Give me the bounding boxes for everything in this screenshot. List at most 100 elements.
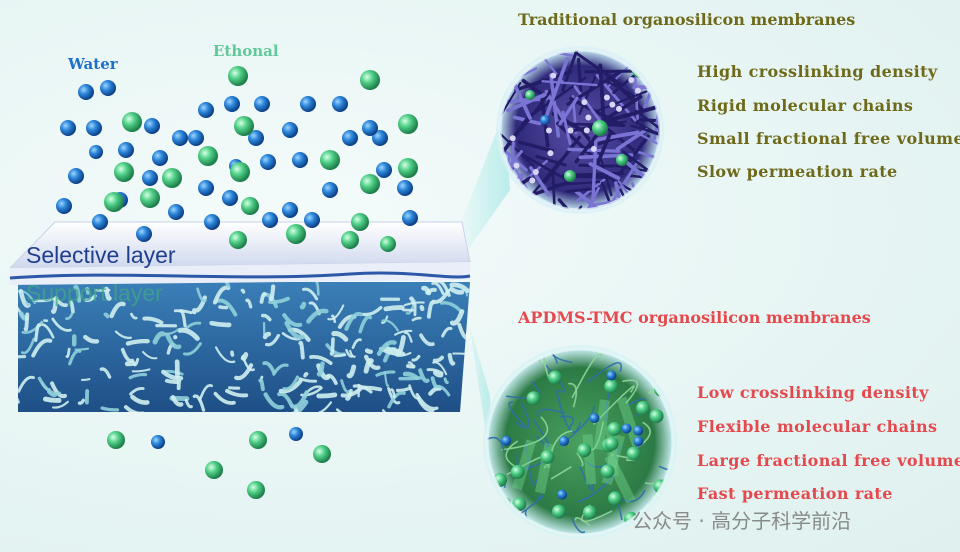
ethanol-molecule [104, 192, 124, 212]
ethanol-molecule [114, 162, 134, 182]
rigid-chain [591, 140, 598, 204]
ethanol-molecule [600, 464, 615, 479]
support-fiber [130, 394, 150, 405]
ethanol-molecule [649, 409, 664, 424]
rigid-chain [541, 80, 598, 87]
water-molecule [589, 413, 600, 424]
crosslink-node [547, 150, 554, 157]
rigid-chain [618, 134, 650, 175]
ethanol-molecule [636, 401, 651, 416]
apdms-item-2: Flexible molecular chains [697, 417, 938, 436]
flexible-chain [568, 382, 578, 408]
rigid-chain [590, 130, 640, 143]
rigid-chain [500, 203, 514, 210]
rigid-chain [549, 73, 561, 138]
ethanol-molecule [564, 170, 576, 182]
water-molecule [254, 96, 270, 112]
ethanol-molecule [341, 231, 359, 249]
rigid-chain [615, 127, 649, 151]
beam-to-apdms [462, 300, 492, 470]
support-fiber [37, 376, 62, 396]
ethanol-molecule [582, 505, 597, 520]
support-fiber [383, 305, 405, 312]
ethanol-molecule [122, 112, 142, 132]
ethanol-molecule [525, 90, 535, 100]
crosslink-node [513, 162, 520, 169]
support-fiber [125, 338, 150, 346]
support-fiber [452, 352, 470, 356]
support-fiber [215, 298, 238, 317]
support-fiber [277, 391, 294, 408]
support-fiber [84, 294, 97, 303]
crosslink-node [585, 114, 592, 121]
ethanol-molecule [360, 70, 380, 90]
water-molecule [142, 170, 158, 186]
support-fiber [114, 330, 132, 340]
traditional-item-2: Rigid molecular chains [697, 96, 914, 115]
rigid-chain [594, 104, 660, 126]
support-fiber [363, 354, 381, 370]
support-fiber [441, 326, 453, 338]
water-molecule [606, 370, 617, 381]
rigid-chain [663, 202, 666, 260]
water-molecule [188, 130, 204, 146]
flexible-chain [576, 452, 584, 467]
ethanol-molecule [249, 431, 267, 449]
support-fiber [315, 282, 320, 296]
support-fiber [262, 361, 276, 374]
support-fiber [212, 285, 231, 305]
rigid-chain [639, 54, 660, 70]
support-fiber [443, 377, 449, 385]
water-molecule [248, 130, 264, 146]
apdms-title: APDMS-TMC organosilicon membranes [518, 308, 871, 327]
support-fiber [299, 301, 307, 310]
support-fiber [302, 287, 319, 301]
support-fiber [411, 354, 421, 362]
support-fiber [165, 333, 182, 350]
ethanol-molecule [247, 481, 265, 499]
water-molecule [633, 436, 644, 447]
rigid-chain [600, 158, 613, 197]
support-fiber [263, 392, 285, 410]
support-fiber [298, 340, 305, 360]
support-fiber [259, 291, 267, 304]
ethanol-molecule [286, 224, 306, 244]
support-fiber [34, 323, 42, 342]
ethanol-molecule [229, 231, 247, 249]
support-fiber [262, 331, 272, 340]
ethanol-molecule [198, 146, 218, 166]
ethanol-molecule [313, 445, 331, 463]
support-fiber [165, 328, 180, 335]
support-fiber [141, 350, 158, 360]
support-fiber [20, 337, 36, 355]
ethanol-molecule [351, 213, 369, 231]
support-fiber [293, 405, 308, 412]
crosslink-node [520, 57, 527, 64]
support-fiber [381, 315, 389, 324]
support-fiber [390, 388, 396, 399]
support-fiber [34, 297, 57, 303]
support-fiber [351, 338, 362, 350]
water-molecule [92, 214, 108, 230]
support-fiber [51, 317, 72, 332]
rigid-chain [630, 124, 660, 140]
support-fiber [260, 313, 272, 322]
support-fiber [298, 377, 318, 383]
ethanol-molecule [648, 183, 660, 197]
support-fiber [42, 396, 62, 403]
support-fiber [176, 379, 182, 391]
support-fiber [268, 296, 290, 304]
support-fiber [432, 355, 445, 363]
flexible-chain [658, 451, 673, 471]
water-molecule [204, 214, 220, 230]
rigid-chain [592, 129, 613, 174]
support-fiber [65, 312, 74, 321]
free-volume-channel [593, 399, 610, 451]
support-fiber [23, 312, 30, 332]
apdms-item-1: Low crosslinking density [697, 383, 929, 402]
water-molecule [402, 210, 418, 226]
support-fiber [164, 369, 184, 376]
ethanol-molecule [604, 379, 619, 394]
support-fiber [316, 361, 325, 377]
